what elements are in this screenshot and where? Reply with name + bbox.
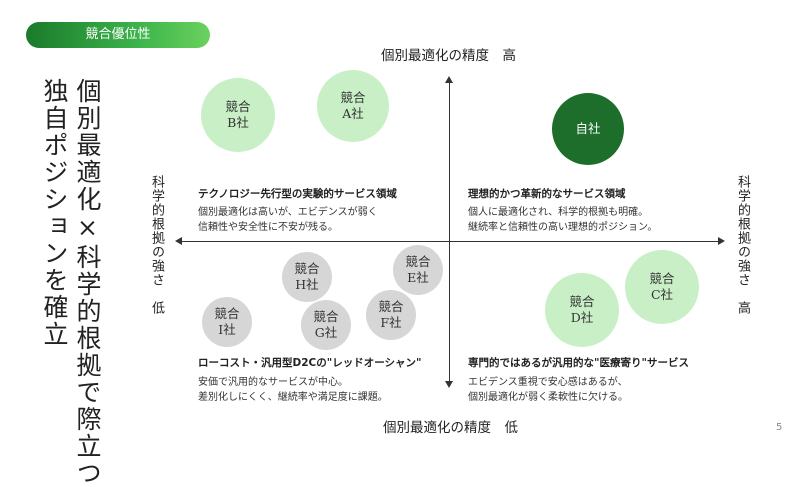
title-line-1: 個別最適化×科学的根拠で際立つ (73, 78, 102, 487)
axis-label-bottom: 個別最適化の精度 低 (383, 420, 518, 436)
quadrant-top-left-desc-1: 個別最適化は高いが、エビデンスが弱く (198, 207, 378, 218)
quadrant-bottom-left-desc-1: 安価で汎用的なサービスが中心。 (198, 377, 348, 388)
quadrant-bottom-right-title: 専門的ではあるが汎用的な"医療寄り"サービス (468, 357, 689, 369)
vertical-axis (449, 82, 450, 382)
arrow-right-icon (718, 237, 725, 245)
page-number: 5 (776, 422, 783, 433)
quadrant-top-right-desc-1: 個人に最適化され、科学的根拠も明確。 (468, 207, 649, 218)
quadrant-top-right-title: 理想的かつ革新的なサービス領域 (468, 188, 626, 200)
own-company-circle: 自社 (552, 93, 624, 165)
title-line-2: 独自ポジションを確立 (40, 78, 69, 348)
quadrant-bottom-right-desc-2: 個別最適化が弱く柔軟性に欠ける。 (468, 392, 628, 403)
quadrant-top-left-title: テクノロジー先行型の実験的サービス領域 (198, 188, 397, 200)
quadrant-top-left-desc-2: 信頼性や安全性に不安が残る。 (198, 222, 338, 233)
quadrant-bottom-left-desc-2: 差別化しにくく、継続率や満足度に課題。 (198, 392, 388, 403)
axis-label-left: 科学的根拠の強さ 低 (149, 175, 164, 315)
arrow-down-icon (445, 381, 453, 388)
arrow-left-icon (175, 237, 182, 245)
quadrant-bottom-left-title: ローコスト・汎用型D2Cの"レッドオーシャン" (198, 357, 422, 369)
axis-label-top: 個別最適化の精度 高 (381, 48, 516, 64)
axis-label-right: 科学的根拠の強さ 高 (735, 175, 750, 315)
quadrant-top-right-desc-2: 継続率と信頼性の高い理想的ポジション。 (468, 222, 658, 233)
section-badge: 競合優位性 (26, 22, 210, 48)
arrow-up-icon (445, 76, 453, 83)
quadrant-bottom-right-desc-1: エビデンス重視で安心感はあるが、 (468, 377, 628, 388)
